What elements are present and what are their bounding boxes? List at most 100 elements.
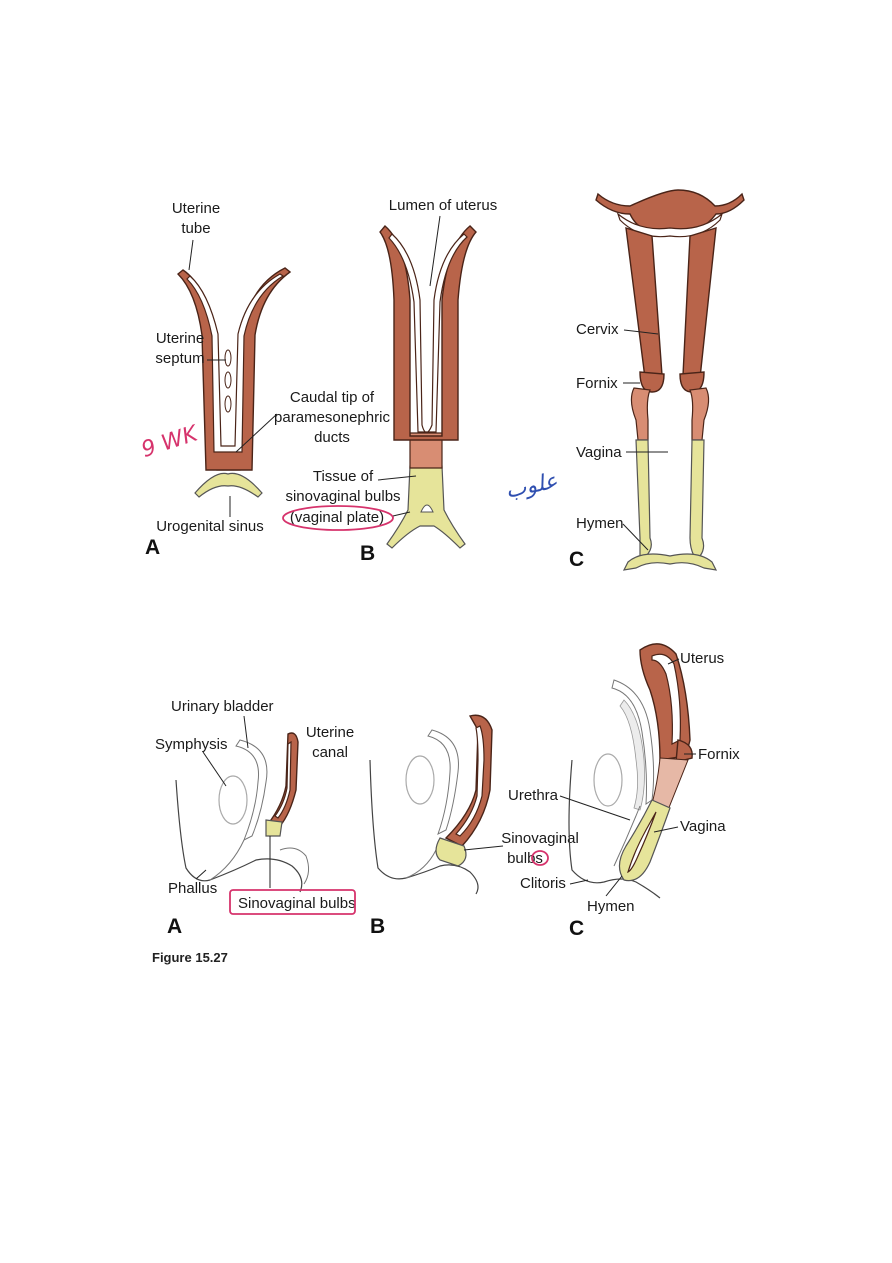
label-vagina-c: Vagina: [680, 818, 726, 835]
leader-line: [377, 475, 417, 481]
vagina-lumen: [627, 811, 657, 874]
uterus-wall-left: [625, 227, 663, 379]
uterine-canal-wall: [266, 732, 299, 827]
handwritten-note-blue: علوب: [503, 469, 560, 504]
symphysis-shape: [218, 775, 248, 825]
perineum-outline: [279, 847, 310, 885]
label-uterine-canal-1: Uterine: [306, 724, 354, 741]
label-caudal-tip-3: ducts: [314, 429, 350, 446]
label-uterine-septum-2: septum: [155, 350, 204, 367]
sinovaginal-bulbs-shape: [265, 819, 283, 837]
label-fornix: Fornix: [576, 375, 618, 392]
symphysis-shape: [405, 755, 435, 805]
sinovaginal-bulbs-shape: [435, 837, 467, 867]
body-outline: [568, 759, 661, 899]
label-sinovaginal-1: Sinovaginal: [501, 830, 579, 847]
label-symphysis: Symphysis: [155, 736, 228, 753]
uterine-canal-wall: [444, 714, 493, 847]
uterine-canal-lumen: [274, 740, 292, 819]
urinary-bladder-shape: [427, 729, 459, 836]
panel-label-bottom-a: A: [167, 915, 182, 938]
label-uterus: Uterus: [680, 650, 724, 667]
bladder-wall: [619, 699, 645, 811]
panel-label-top-a: A: [145, 536, 160, 559]
septum-remnant: [224, 371, 232, 389]
vaginal-wall-upper: [689, 387, 710, 441]
leader-line: [243, 715, 249, 749]
leader-line: [667, 658, 680, 665]
top-panel-b: Lumen of uterus Tissue of sinovaginal bu…: [282, 197, 497, 565]
label-urethra: Urethra: [508, 787, 559, 804]
label-sinovaginal-bulbs-a: Sinovaginal bulbs: [238, 895, 356, 912]
leader-line: [653, 826, 679, 833]
uterus-fundus: [595, 189, 745, 234]
pink-circle-highlight: [282, 505, 394, 531]
leader-line: [463, 845, 504, 851]
leader-line: [569, 879, 589, 885]
label-vaginal-plate: (vaginal plate): [290, 509, 384, 526]
urinary-bladder-shape: [235, 739, 268, 842]
label-caudal-tip-1: Caudal tip of: [290, 389, 375, 406]
uterine-canal-lumen: [455, 725, 485, 837]
uterus-wall-right: [682, 227, 717, 379]
label-caudal-tip-2: paramesonephric: [274, 409, 390, 426]
panel-label-bottom-b: B: [370, 915, 385, 938]
leader-line: [235, 413, 278, 453]
septum-remnant: [224, 349, 232, 367]
caudal-tip-shape: [409, 432, 443, 469]
label-tissue-sinovaginal-2: sinovaginal bulbs: [285, 488, 400, 505]
label-fornix-c: Fornix: [698, 746, 740, 763]
septum-remnant: [224, 395, 232, 413]
symphysis-shape: [593, 753, 623, 807]
urogenital-sinus-shape: [194, 472, 263, 498]
uterus-lumen: [651, 653, 681, 745]
label-vagina: Vagina: [576, 444, 622, 461]
leader-line: [605, 875, 623, 897]
panel-label-bottom-c: C: [569, 917, 584, 940]
leader-line: [188, 239, 194, 271]
label-uterine-tube-1: Uterine: [172, 200, 220, 217]
uterus-wall: [379, 225, 477, 441]
uterus-lumen: [388, 233, 468, 434]
bottom-panel-a: Urinary bladder Symphysis Uterine canal …: [155, 698, 356, 938]
handwritten-note-pink: 9 WK: [138, 421, 202, 463]
label-urogenital-sinus: Urogenital sinus: [156, 518, 264, 535]
label-uterine-septum-1: Uterine: [156, 330, 204, 347]
label-uterine-tube-2: tube: [181, 220, 210, 237]
hymen-shape: [622, 553, 718, 571]
leader-line: [559, 795, 631, 821]
vaginal-plate-cavity: [420, 504, 434, 513]
leader-line: [392, 511, 411, 517]
panel-label-top-b: B: [360, 542, 375, 565]
leader-line: [623, 329, 659, 335]
label-lumen-of-uterus: Lumen of uterus: [389, 197, 497, 214]
vaginal-wall-lower-right: [689, 439, 705, 557]
phallus-outline: [209, 839, 245, 881]
label-urinary-bladder: Urinary bladder: [171, 698, 274, 715]
vaginal-wall-upper: [630, 387, 651, 441]
body-outline: [175, 779, 303, 893]
pink-circle-highlight: [531, 850, 549, 866]
label-uterine-canal-2: canal: [312, 744, 348, 761]
body-outline: [369, 759, 479, 895]
label-cervix: Cervix: [576, 321, 619, 338]
leader-line: [429, 215, 441, 287]
pink-box-highlight: [229, 889, 356, 915]
leader-line: [622, 523, 649, 551]
label-hymen-c: Hymen: [587, 898, 635, 915]
top-panel-a: Uterine tube Uterine septum Caudal tip o…: [138, 200, 390, 559]
top-panel-c: Cervix Fornix Vagina Hymen C: [569, 189, 745, 571]
vaginal-wall-lower-left: [635, 439, 652, 557]
leader-line: [202, 751, 227, 787]
panel-label-top-c: C: [569, 548, 584, 571]
label-clitoris: Clitoris: [520, 875, 566, 892]
phallus-outline: [405, 849, 437, 879]
figure-caption: Figure 15.27: [152, 950, 228, 965]
duct-lumen: [186, 273, 285, 453]
leader-line: [195, 869, 207, 880]
label-phallus: Phallus: [168, 880, 217, 897]
fornix-shape: [675, 739, 693, 763]
label-tissue-sinovaginal-1: Tissue of: [313, 468, 374, 485]
urethra-line: [613, 805, 641, 867]
